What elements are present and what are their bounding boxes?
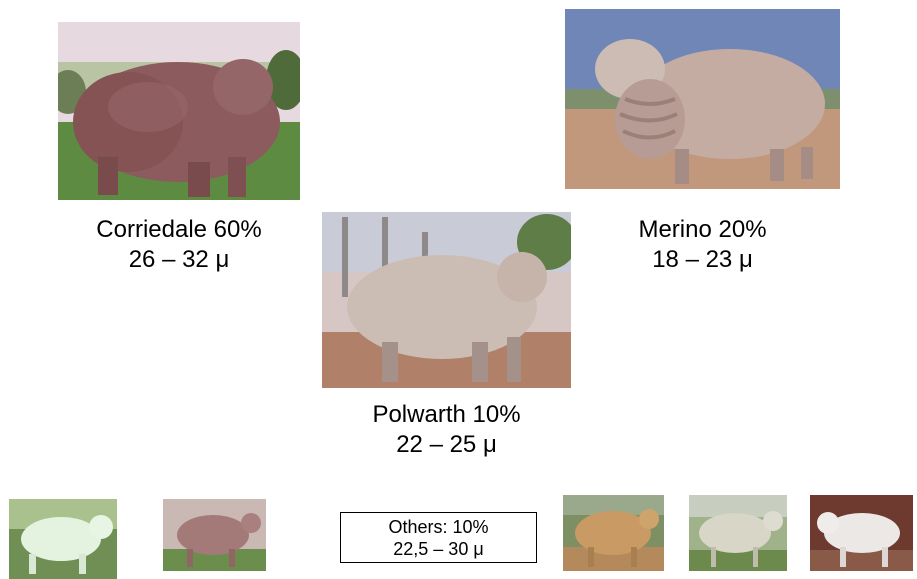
other-sheep-photo-2 bbox=[163, 499, 266, 571]
other-sheep-photo-5 bbox=[810, 495, 913, 571]
corriedale-micron: 26 – 32 μ bbox=[128, 246, 230, 273]
corriedale-sheep-photo bbox=[58, 22, 300, 200]
polwarth-name: Polwarth 10% bbox=[372, 401, 521, 428]
other-sheep-photo-4 bbox=[689, 495, 787, 571]
polwarth-caption: Polwarth 10% 22 – 25 μ bbox=[334, 400, 559, 460]
corriedale-caption: Corriedale 60% 26 – 32 μ bbox=[58, 215, 300, 275]
polwarth-micron: 22 – 25 μ bbox=[396, 431, 497, 458]
merino-name: Merino 20% bbox=[638, 216, 767, 243]
others-percent: Others: 10% bbox=[388, 517, 489, 537]
merino-caption: Merino 20% 18 – 23 μ bbox=[590, 215, 815, 275]
others-micron: 22,5 – 30 μ bbox=[393, 539, 484, 559]
other-sheep-photo-1 bbox=[9, 499, 117, 579]
corriedale-name: Corriedale 60% bbox=[96, 216, 262, 243]
polwarth-sheep-photo bbox=[322, 212, 571, 388]
merino-micron: 18 – 23 μ bbox=[652, 246, 753, 273]
merino-sheep-photo bbox=[565, 9, 840, 189]
others-box: Others: 10% 22,5 – 30 μ bbox=[340, 512, 537, 563]
other-sheep-photo-3 bbox=[563, 495, 664, 571]
